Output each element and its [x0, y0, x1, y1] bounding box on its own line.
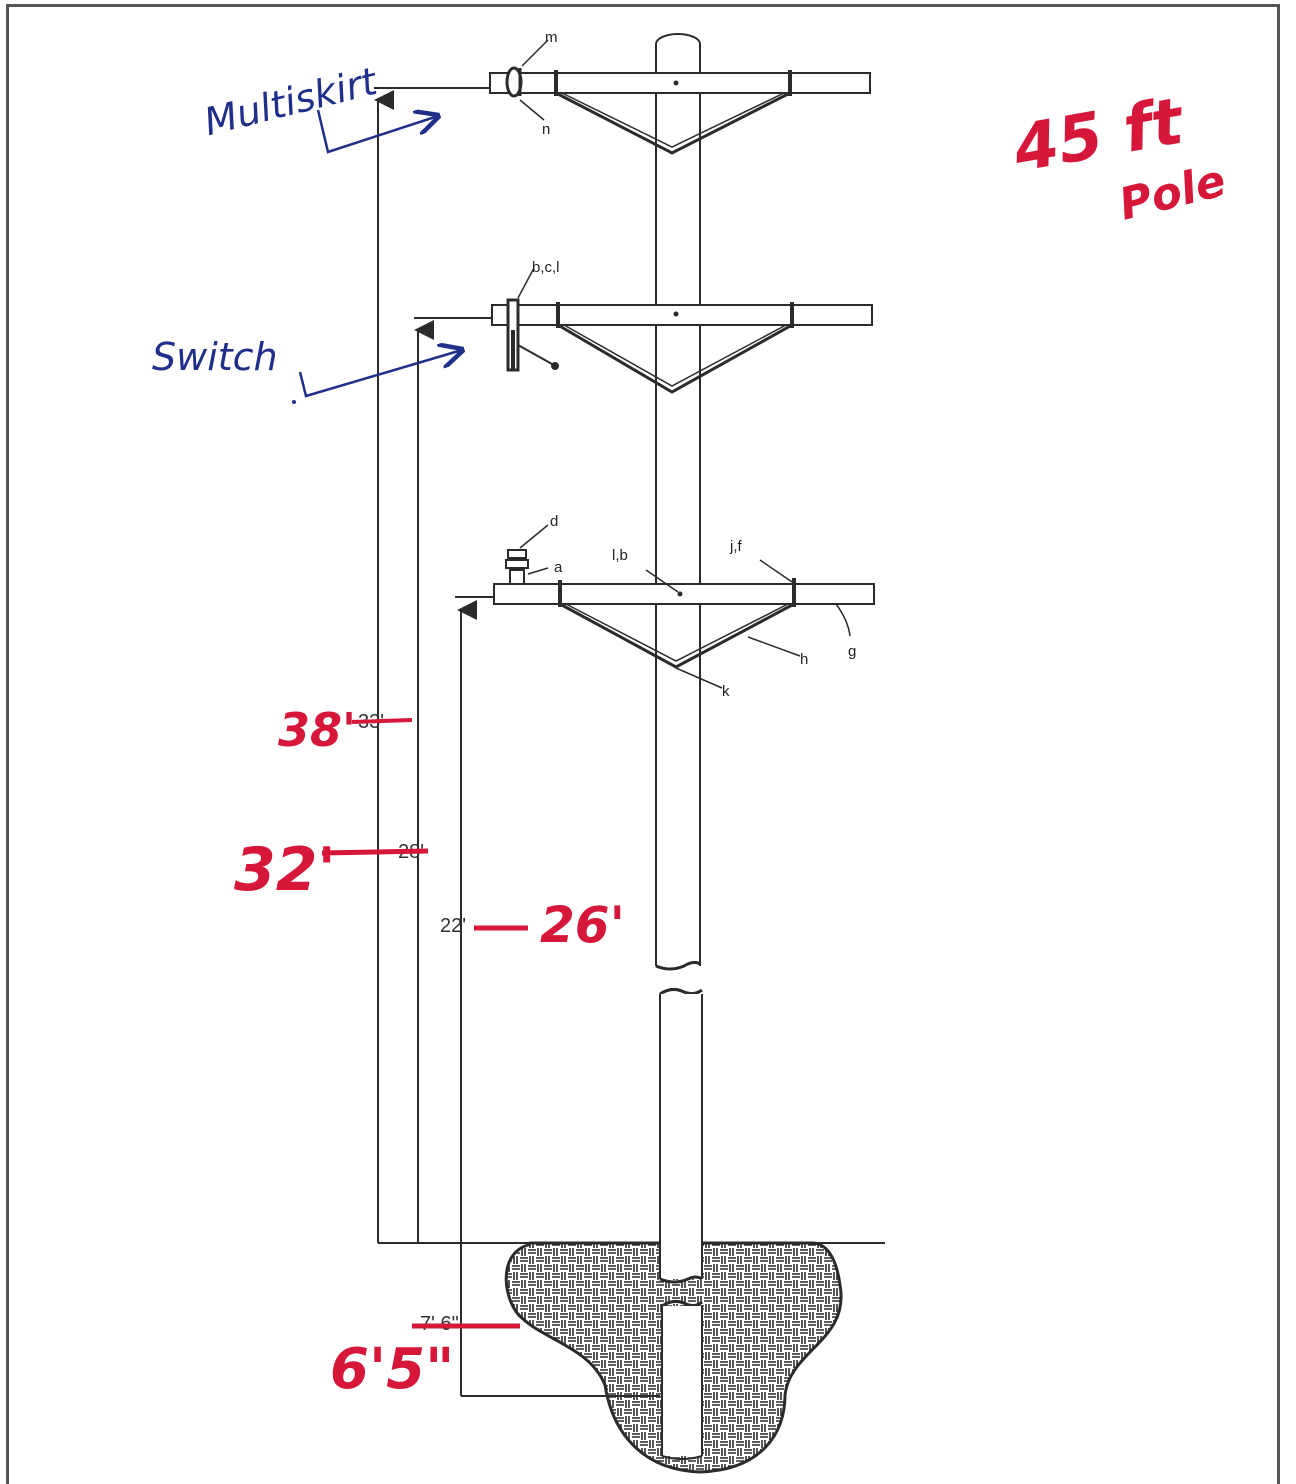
label-jf: j,f — [729, 538, 743, 555]
dim-embed-new: 6'5" — [330, 1337, 454, 1402]
label-g: g — [848, 643, 856, 660]
dim-low-old: 22' — [440, 915, 466, 937]
switch-arrow — [298, 350, 462, 398]
dim-low-new: 26' — [540, 896, 625, 954]
dim-mid-new: 32' — [234, 835, 336, 905]
dim-top-new: 38' — [278, 703, 356, 757]
label-n: n — [542, 121, 550, 138]
switch-label: Switch — [152, 335, 278, 379]
label-lb: l,b — [612, 547, 628, 564]
multiskirt-label: Multiskirt — [200, 59, 383, 145]
multiskirt-arrow — [316, 110, 438, 154]
pole — [655, 33, 703, 1460]
crossarm-lower — [493, 524, 875, 689]
label-bcl: b,c,l — [532, 259, 560, 276]
label-a: a — [554, 559, 563, 576]
crossarm-top — [489, 39, 871, 155]
dimension-lines — [374, 87, 660, 1397]
label-k: k — [722, 683, 730, 700]
crossarm-middle — [491, 267, 873, 394]
label-d: d — [550, 513, 558, 530]
label-h: h — [800, 651, 808, 668]
page-border — [6, 4, 1280, 1484]
label-m: m — [545, 29, 558, 46]
